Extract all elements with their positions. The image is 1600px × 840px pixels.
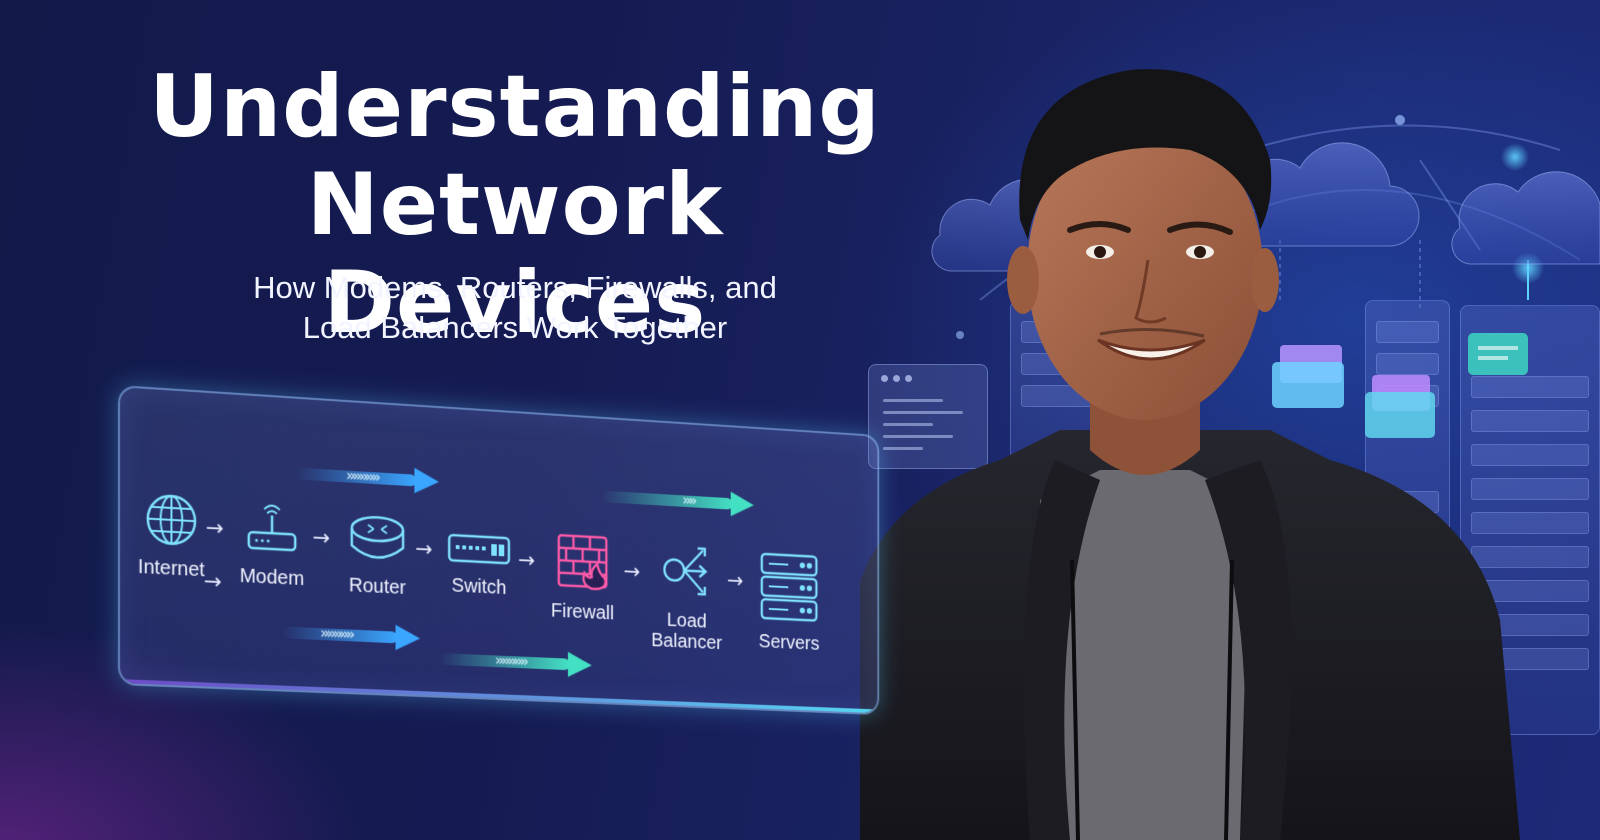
device-modem: Modem (219, 495, 325, 591)
device-label: Router (348, 574, 406, 599)
device-servers: Servers (740, 549, 837, 655)
cloud-icon (1451, 171, 1600, 265)
folder-icons (1272, 333, 1528, 438)
data-flow-arrow: »» (600, 484, 754, 518)
device-label: Load Balancer (651, 609, 723, 654)
headline: Understanding Network Devices (105, 58, 925, 352)
presenter-photo (860, 69, 1520, 840)
firewall-icon (553, 529, 612, 593)
folder-icon (1365, 375, 1435, 438)
switch-icon (446, 530, 511, 568)
device-label: Servers (758, 631, 820, 655)
device-label: Firewall (550, 600, 615, 625)
modem-icon (243, 496, 301, 558)
device-label: Switch (451, 574, 507, 599)
subtitle-line-1: How Modems, Routers, Firewalls, and (253, 270, 777, 305)
load-balancer-icon (658, 539, 715, 603)
device-label: Modem (239, 565, 305, 591)
device-router: Router (325, 509, 429, 600)
device-switch: Switch (428, 529, 531, 600)
subtitle: How Modems, Routers, Firewalls, and Load… (140, 268, 890, 348)
server-rack (1460, 305, 1600, 735)
data-flow-arrow: »»»»» (438, 646, 592, 678)
device-load-balancer: Load Balancer (637, 538, 736, 655)
device-firewall: Firewall (532, 528, 633, 625)
globe-icon (144, 490, 199, 549)
subtitle-line-2: Load Balancers Work Together (302, 310, 728, 345)
code-window-icon (868, 364, 988, 469)
headline-line-1: Understanding (149, 57, 881, 157)
folder-icon (1468, 333, 1528, 375)
router-icon (347, 510, 408, 568)
servers-icon (758, 550, 820, 625)
data-flow-arrow: »»»»» (296, 461, 439, 495)
data-flow-arrow: »»»»» (281, 620, 421, 652)
folder-icon (1272, 345, 1344, 408)
network-flow-panel: »»»»» »» »»»»» »»»»» Internet → → Modem … (118, 385, 880, 716)
tech-background-scene (860, 0, 1600, 840)
headline-line-2: Network Devices (306, 155, 724, 353)
